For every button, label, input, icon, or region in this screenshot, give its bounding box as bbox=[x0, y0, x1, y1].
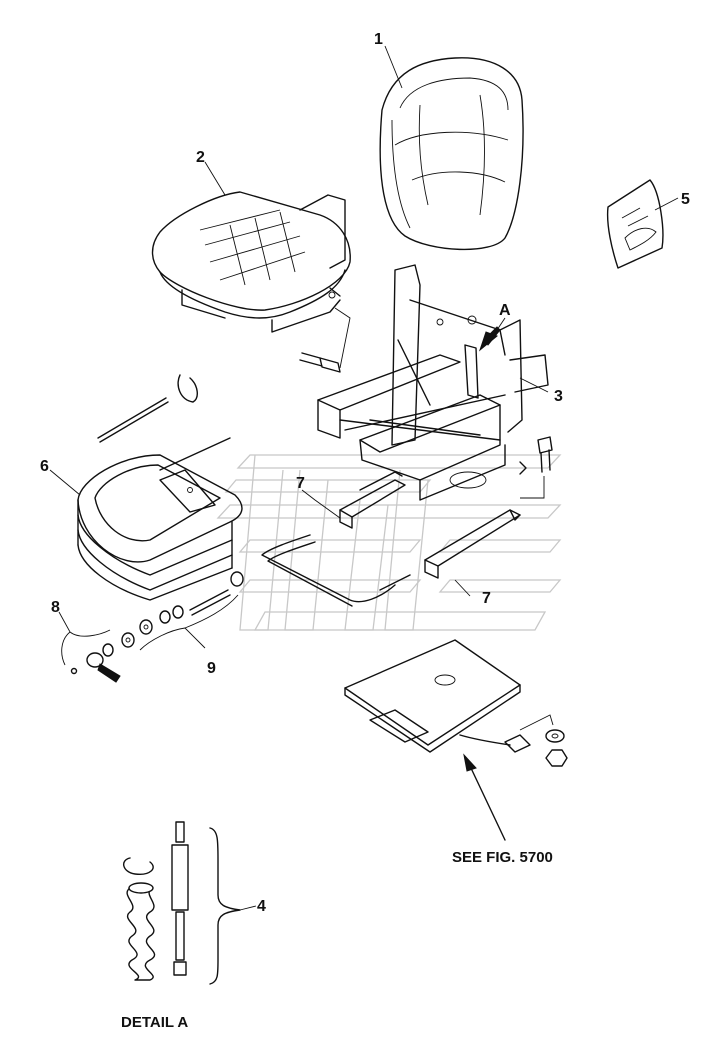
see-fig-arrow bbox=[463, 753, 506, 841]
seat-cushion bbox=[151, 191, 351, 333]
detail-a-bellows-boot bbox=[126, 882, 156, 981]
seat-bolt bbox=[299, 307, 351, 373]
backrest-cushion bbox=[379, 57, 524, 251]
suspension-frame bbox=[317, 264, 549, 501]
callout-8: 8 bbox=[51, 599, 60, 616]
slide-rail-left bbox=[339, 471, 406, 529]
callout-3: 3 bbox=[554, 388, 563, 405]
detail-a-title: DETAIL A bbox=[121, 1014, 188, 1031]
callout-a: A bbox=[499, 302, 511, 319]
callout-5: 5 bbox=[681, 191, 690, 208]
callout-2: 2 bbox=[196, 149, 205, 166]
callout-4: 4 bbox=[257, 898, 266, 915]
callout-7-upper: 7 bbox=[296, 475, 305, 492]
see-fig-note: SEE FIG. 5700 bbox=[452, 849, 553, 866]
leader-lines bbox=[49, 45, 679, 911]
callout-7-lower: 7 bbox=[482, 590, 491, 607]
slide-rail-right bbox=[424, 509, 521, 579]
base-nut bbox=[545, 729, 568, 767]
callout-6: 6 bbox=[40, 458, 49, 475]
swivel-base-plate bbox=[344, 639, 554, 753]
detail-a-clip bbox=[123, 857, 154, 876]
adjust-handle bbox=[261, 534, 411, 607]
callout-1: 1 bbox=[374, 31, 383, 48]
suspension-bellows bbox=[77, 454, 243, 601]
detail-a-gas-spring bbox=[171, 821, 189, 976]
callout-4-brace bbox=[209, 827, 241, 985]
watermark-logo bbox=[216, 454, 562, 631]
instruction-label bbox=[606, 179, 664, 269]
frame-bolt bbox=[520, 436, 553, 499]
mounting-hardware bbox=[70, 571, 244, 683]
guide-rod bbox=[97, 374, 231, 471]
callout-9: 9 bbox=[207, 660, 216, 677]
